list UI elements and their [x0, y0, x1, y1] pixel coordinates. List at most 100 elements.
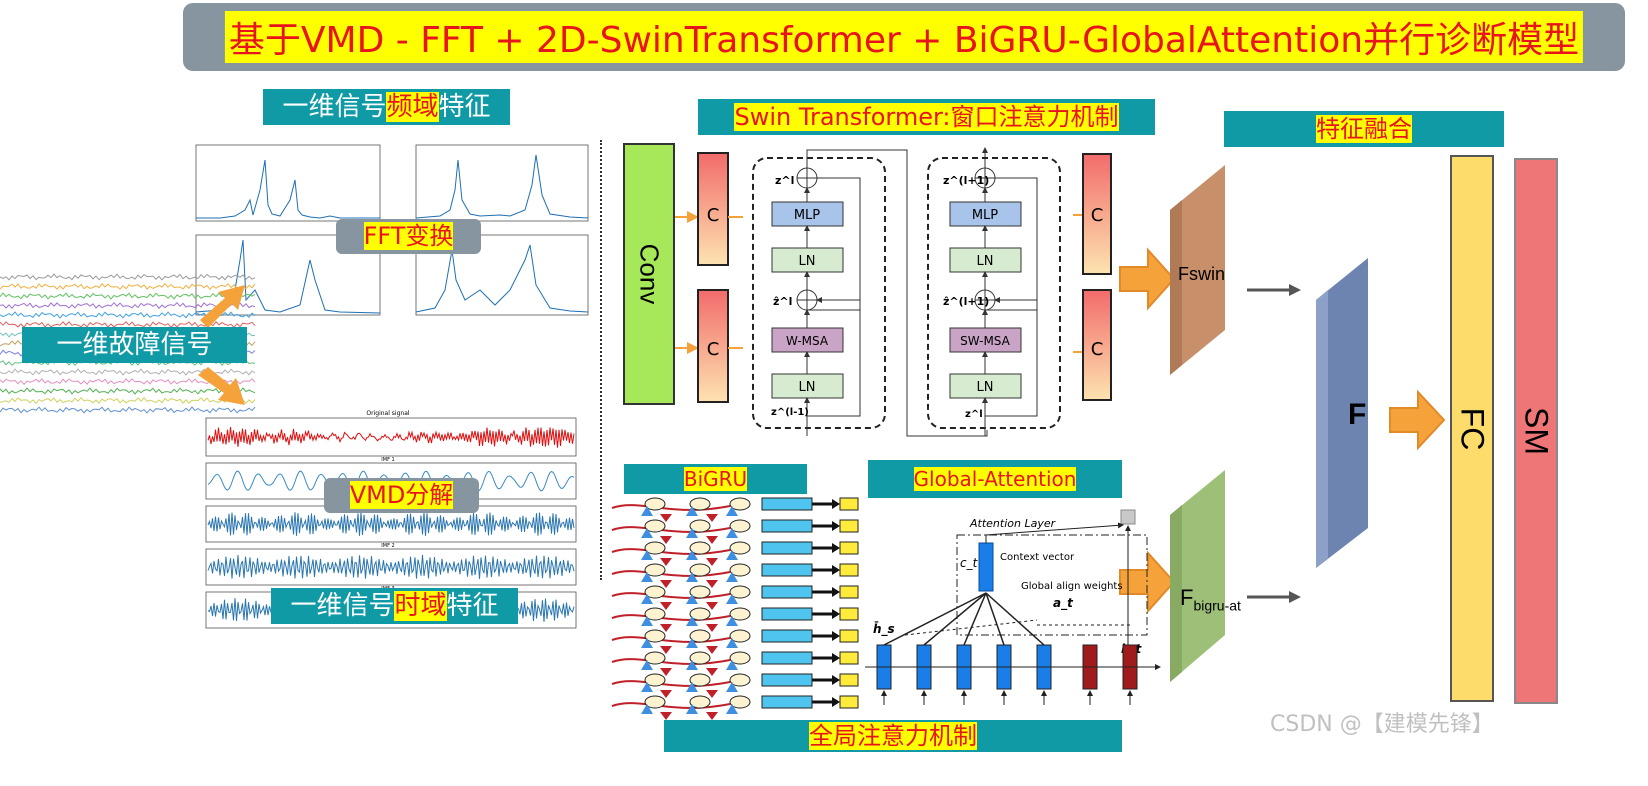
- fswin-label: Fswin: [1178, 264, 1225, 285]
- time-feature-label: 一维信号时域特征: [271, 588, 518, 624]
- z-l-plus-1: z^(l+1): [943, 174, 989, 187]
- ln-2b: LN: [977, 380, 994, 395]
- arrow-to-vmd: [198, 367, 245, 405]
- diagram-title: 基于VMD - FFT + 2D-SwinTransformer + BiGRU…: [225, 11, 1583, 63]
- bigru-red-path: [612, 659, 730, 664]
- gru-down-arrow: [660, 690, 672, 698]
- freq-feature-label: 一维信号频域特征: [263, 89, 510, 125]
- bigru-output-cell: [840, 608, 858, 620]
- ln-2a: LN: [977, 254, 994, 269]
- bigru-red-path: [612, 549, 730, 554]
- ct-label: c_t: [960, 556, 979, 570]
- attention-link: [964, 593, 986, 645]
- bigru-output-arrowhead: [832, 631, 840, 641]
- arrow-to-fft: [200, 285, 245, 328]
- title-bar: 基于VMD - FFT + 2D-SwinTransformer + BiGRU…: [183, 3, 1625, 71]
- bigru-output-box: [762, 696, 812, 708]
- context-vector: [979, 543, 993, 591]
- bigru-red-path: [612, 681, 730, 686]
- attention-link: [884, 593, 986, 645]
- bigru-output-arrowhead: [832, 543, 840, 553]
- gru-down-arrow: [660, 646, 672, 654]
- fft-transform-tag: FFT变换: [336, 219, 481, 254]
- mlp-1: MLP: [794, 208, 820, 223]
- raw-signal-line: [0, 274, 255, 280]
- fc-block: FC: [1450, 155, 1494, 702]
- bigru-output-box: [762, 498, 812, 510]
- sm-block: SM: [1514, 158, 1558, 704]
- c-block-4: C: [1083, 290, 1111, 400]
- attention-diagram: Attention Layer Context vector c_t Globa…: [865, 505, 1165, 720]
- bigru-output-arrowhead: [832, 653, 840, 663]
- bigru-output-box: [762, 652, 812, 664]
- f-label: F: [1348, 398, 1366, 432]
- arrow-to-fc: [1388, 388, 1448, 452]
- swin-block-2: MLP LN SW-MSA LN z^(l+1) ẑ^(l+1) z^l: [928, 148, 1060, 436]
- gru-down-arrow: [660, 580, 672, 588]
- ln-1a: LN: [799, 254, 816, 269]
- gru-down-arrow: [706, 690, 718, 698]
- bigru-output-box: [762, 674, 812, 686]
- swin-block-1: MLP LN W-MSA LN z^l ẑ^l z^(l-1): [753, 158, 885, 436]
- ln-1b: LN: [799, 380, 816, 395]
- arrow-to-fswin: [1118, 245, 1178, 315]
- feature-fusion-label: 特征融合: [1224, 111, 1504, 147]
- fft-plot-1: [196, 145, 380, 221]
- c-block-1: C: [698, 153, 728, 265]
- fusion-arrows: [1245, 280, 1305, 610]
- gru-down-arrow: [706, 602, 718, 610]
- gru-down-arrow: [660, 558, 672, 566]
- bigru-output-cell: [840, 586, 858, 598]
- at-label: a_t: [1053, 596, 1074, 611]
- bigru-output-box: [762, 630, 812, 642]
- fbigru-label: Fbigru-at: [1180, 585, 1241, 613]
- bigru-red-path: [612, 703, 730, 708]
- bigru-output-cell: [840, 674, 858, 686]
- zhat-l: ẑ^l: [773, 295, 792, 308]
- gru-down-arrow: [706, 624, 718, 632]
- bigru-output-cell: [840, 652, 858, 664]
- gru-down-arrow: [706, 580, 718, 588]
- imf1-title: IMF 1: [381, 457, 394, 463]
- attention-link: [924, 593, 986, 645]
- bigru-output-arrowhead: [832, 609, 840, 619]
- watermark: CSDN @【建模先锋】: [1270, 706, 1494, 738]
- fbigru-block: [1170, 470, 1230, 685]
- bigru-output-arrowhead: [832, 697, 840, 707]
- c-block-2: C: [698, 290, 728, 402]
- vmd-decomposition-tag: VMD分解: [324, 478, 479, 513]
- mlp-2: MLP: [972, 208, 998, 223]
- gru-down-arrow: [706, 536, 718, 544]
- swin-transformer-diagram: C C MLP LN W-MSA LN z^l ẑ^l z^(l-1): [675, 140, 1125, 440]
- bigru-output-box: [762, 586, 812, 598]
- bigru-output-cell: [840, 542, 858, 554]
- bigru-output-cell: [840, 520, 858, 532]
- bigru-red-path: [612, 615, 730, 620]
- gru-down-arrow: [706, 558, 718, 566]
- z-l-minus-1: z^(l-1): [771, 407, 809, 418]
- bigru-output-cell: [840, 630, 858, 642]
- bigru-output-arrowhead: [832, 587, 840, 597]
- fft-plot-2: [416, 145, 588, 221]
- attention-layer-title: Attention Layer: [969, 517, 1057, 530]
- swin-label: Swin Transformer:窗口注意力机制: [698, 99, 1155, 135]
- fault-signal-label: 一维故障信号: [22, 327, 247, 363]
- hs-label: h̄_s: [873, 621, 895, 637]
- z-l-1: z^l: [775, 174, 794, 187]
- svg-text:C: C: [707, 339, 720, 360]
- gru-down-arrow: [706, 514, 718, 522]
- gru-down-arrow: [706, 646, 718, 654]
- svg-text:C: C: [1091, 205, 1104, 226]
- gru-down-arrow: [660, 624, 672, 632]
- bigru-output-arrowhead: [832, 675, 840, 685]
- conv-block: Conv: [623, 143, 675, 405]
- orig-signal-wave: [208, 427, 574, 448]
- imf2-title: IMF 2: [381, 543, 394, 549]
- bigru-output-arrowhead: [832, 499, 840, 509]
- gru-down-arrow: [660, 514, 672, 522]
- original-signal-title: Original signal: [366, 410, 409, 417]
- dotted-divider: [600, 140, 602, 580]
- output-node: [1121, 510, 1135, 524]
- bigru-output-cell: [840, 696, 858, 708]
- bigru-red-path: [612, 637, 730, 642]
